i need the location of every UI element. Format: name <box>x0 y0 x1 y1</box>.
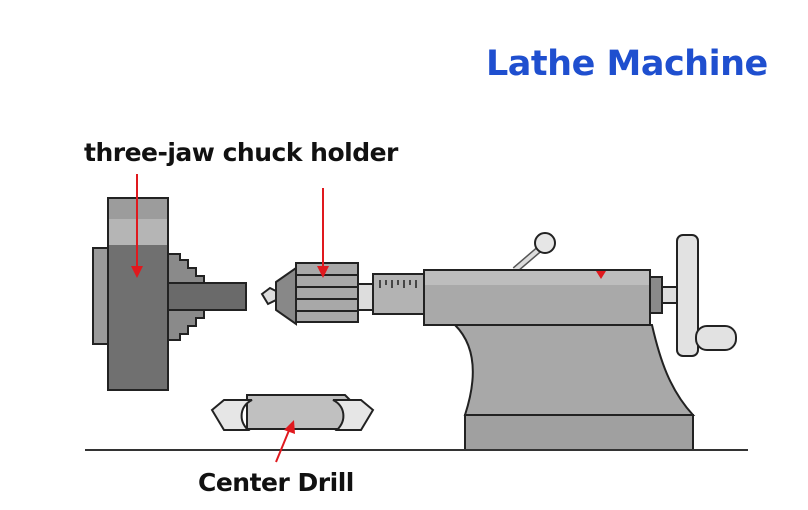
drill-chuck <box>260 262 375 326</box>
chuck-holder-label: three-jaw chuck holder <box>84 138 398 167</box>
three-jaw-chuck <box>92 197 247 391</box>
center-drill-label: Center Drill <box>198 468 354 497</box>
diagram-title: Lathe Machine <box>486 44 768 84</box>
pointer-arrows <box>131 174 329 463</box>
tailstock <box>372 232 737 451</box>
center-drill <box>210 394 375 431</box>
